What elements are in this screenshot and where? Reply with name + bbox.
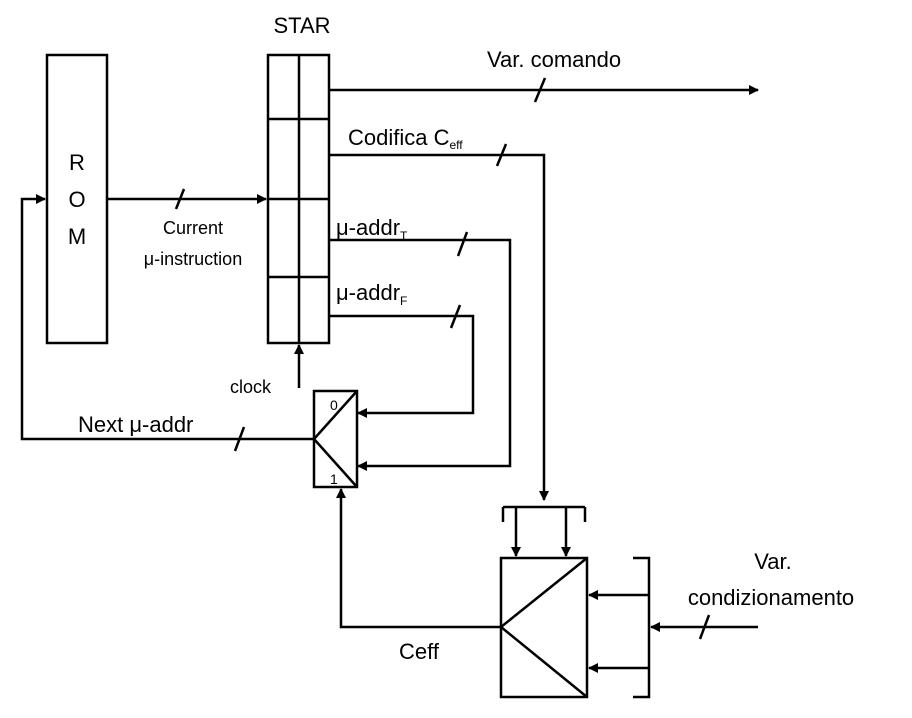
rom-letter-r: R [69, 150, 85, 175]
star-register: STAR [266, 13, 331, 345]
ceff-label: Ceff [399, 639, 440, 664]
address-multiplexer: 0 1 [312, 389, 359, 489]
var-comando-output: Var. comando [329, 47, 759, 103]
mu-addr-f-text: μ-addr [336, 280, 400, 305]
clock-input: clock [230, 344, 304, 397]
next-mu-addr-bus: Next μ-addr [20, 194, 314, 452]
next-mu-addr-label: Next μ-addr [78, 412, 193, 437]
rom-letter-m: M [68, 224, 86, 249]
codifica-label: Codifica Ceff [348, 125, 463, 152]
codifica-ceff-bus: Codifica Ceff [329, 125, 549, 501]
var-condizionamento-inputs: Var. condizionamento [588, 549, 854, 699]
rom-block: R O M [45, 53, 109, 345]
mu-addr-t-text: μ-addr [336, 215, 400, 240]
var-comando-label: Var. comando [487, 47, 621, 72]
mu-instruction-label: μ-instruction [144, 249, 242, 269]
rom-letter-o: O [68, 187, 85, 212]
ceff-line: Ceff [336, 488, 501, 664]
mu-addr-t-label: μ-addrT [336, 215, 408, 243]
mu-addr-f-label: μ-addrF [336, 280, 407, 308]
condition-selector [499, 556, 589, 699]
current-label: Current [163, 218, 223, 238]
codifica-subscript: eff [449, 138, 463, 152]
condizionamento-label: condizionamento [688, 585, 854, 610]
clock-label: clock [230, 377, 272, 397]
select-lines [501, 505, 587, 557]
current-instruction-bus: Current μ-instruction [107, 188, 267, 269]
var-label: Var. [754, 549, 792, 574]
mux-input-1: 1 [330, 471, 338, 487]
mu-addr-t-bus: μ-addrT [329, 215, 512, 471]
mu-addr-t-subscript: T [400, 229, 408, 243]
star-title: STAR [273, 13, 330, 38]
mux-input-0: 0 [330, 397, 338, 413]
codifica-text: Codifica C [348, 125, 450, 150]
mu-addr-f-subscript: F [400, 294, 407, 308]
mu-addr-f-bus: μ-addrF [329, 280, 475, 418]
